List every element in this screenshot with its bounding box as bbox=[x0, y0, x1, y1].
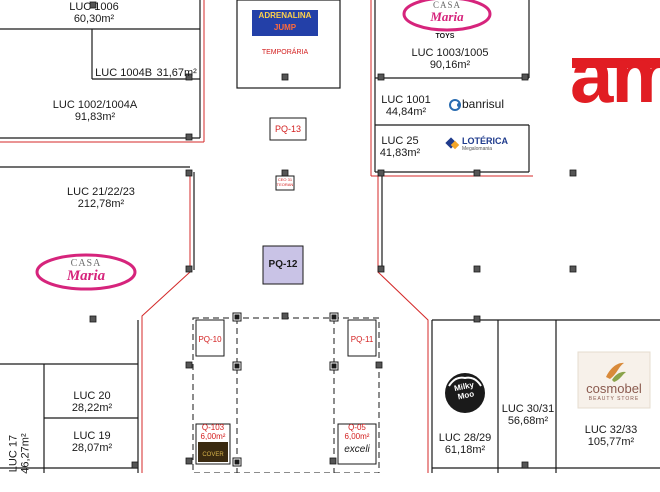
loterica-sub: Megalomania bbox=[462, 146, 493, 152]
left-top-walls bbox=[0, 0, 201, 168]
cosmobel-sub: BEAUTY STORE bbox=[588, 396, 640, 402]
casa-maria-toys-bottom: Maria bbox=[430, 9, 464, 24]
store-luc-21-22-23[interactable]: LUC 21/22/23 212,78m² bbox=[46, 186, 156, 210]
right-top-walls bbox=[374, 0, 530, 173]
cosmobel-name: cosmobel bbox=[586, 381, 642, 396]
kiosk-pq10-box bbox=[195, 319, 225, 357]
kiosk-q05-area: 6,00m² bbox=[344, 432, 370, 441]
store-luc-1003[interactable]: LUC 1003/1005 90,16m² bbox=[390, 47, 510, 71]
am-logo-bar bbox=[572, 58, 660, 68]
floor-plan: LUC 1006 60,30m² LUC 1004B 31,67m² LUC 1… bbox=[0, 0, 660, 474]
store-name: LUC 1002/1004A bbox=[52, 99, 138, 111]
store-area: 41,83m² bbox=[379, 146, 421, 159]
adrenalina-line1: ADRENALINA bbox=[258, 11, 312, 20]
kiosk-small[interactable]: CEO 31 TEORAN bbox=[276, 177, 294, 187]
store-area: 61,18m² bbox=[444, 443, 486, 456]
store-name: LUC 20 bbox=[73, 390, 111, 402]
store-area: 105,77m² bbox=[587, 435, 635, 448]
store-luc-20[interactable]: LUC 20 28,22m² bbox=[56, 390, 128, 414]
exceli-logo: exceli bbox=[344, 444, 370, 455]
store-area: 90,16m² bbox=[429, 58, 471, 71]
kiosk-q05-box bbox=[337, 423, 377, 465]
store-luc-1001[interactable]: LUC 1001 44,84m² bbox=[378, 94, 434, 118]
casa-maria-top: CASA bbox=[70, 258, 102, 269]
casa-maria-toys-logo: CASA Maria bbox=[405, 0, 489, 24]
floor-plan-walls bbox=[0, 0, 660, 473]
loterica-logo: LOTÉRICA Megalomania bbox=[462, 137, 524, 153]
casa-maria-toys-sub: TOYS bbox=[435, 33, 455, 40]
kiosk-pq10[interactable]: PQ-10 bbox=[198, 335, 222, 344]
store-name: LUC 21/22/23 bbox=[67, 186, 135, 198]
banrisul-logo: banrisul bbox=[462, 97, 505, 111]
store-area: 46,27m² bbox=[19, 433, 31, 474]
boundary-line bbox=[377, 176, 429, 473]
am-logo: am bbox=[570, 31, 660, 119]
store-area: 212,78m² bbox=[77, 197, 125, 210]
store-area: 44,84m² bbox=[385, 105, 427, 118]
casa-maria-logo-shape bbox=[35, 253, 137, 291]
adrenalina-jump-logo: ADRENALINA JUMP bbox=[252, 10, 318, 36]
casa-maria-toys-logo-shape bbox=[402, 0, 492, 32]
store-name: LUC 25 bbox=[381, 135, 419, 147]
store-name: LUC 1003/1005 bbox=[411, 47, 489, 59]
atrium-columns bbox=[232, 312, 339, 467]
casa-maria-logo: CASA Maria bbox=[38, 258, 134, 284]
kiosk-pq11[interactable]: PQ-11 bbox=[350, 335, 374, 344]
kiosk-pq13[interactable]: PQ-13 bbox=[274, 124, 301, 134]
store-name: LUC 30/31 bbox=[501, 403, 555, 415]
store-luc-17[interactable]: LUC 17 46,27m² bbox=[7, 416, 31, 492]
temporaria-label: TEMPORÁRIA bbox=[261, 49, 309, 56]
kiosk-small-top: CEO 31 bbox=[277, 177, 293, 182]
store-name: LUC 1001 bbox=[381, 94, 431, 106]
kiosk-small-box bbox=[275, 175, 295, 191]
store-luc-32-33[interactable]: LUC 32/33 105,77m² bbox=[568, 424, 654, 448]
cover-logo: COVER bbox=[198, 442, 228, 462]
store-area: 91,83m² bbox=[74, 110, 116, 123]
left-bottom-walls bbox=[0, 320, 139, 473]
kiosk-q05[interactable]: Q-05 6,00m² bbox=[338, 423, 376, 441]
milky-moo-logo-shape bbox=[445, 373, 485, 413]
kiosk-pq12[interactable]: PQ-12 bbox=[268, 259, 298, 270]
kiosk-pq12-box bbox=[262, 245, 304, 285]
kiosk-q103-name: Q-103 bbox=[201, 423, 225, 432]
store-luc-30-31[interactable]: LUC 30/31 56,68m² bbox=[499, 403, 557, 427]
right-bottom-walls bbox=[431, 319, 660, 473]
kiosk-pq13-box bbox=[269, 117, 307, 141]
store-area: 28,22m² bbox=[71, 401, 113, 414]
store-luc-1006[interactable]: LUC 1006 60,30m² bbox=[40, 1, 148, 25]
store-luc-19[interactable]: LUC 19 28,07m² bbox=[56, 430, 128, 454]
adrenalina-unit bbox=[236, 0, 341, 89]
store-name: LUC 19 bbox=[73, 430, 111, 442]
store-name: LUC 1004B bbox=[95, 67, 153, 79]
store-name: LUC 28/29 bbox=[438, 432, 492, 444]
kiosk-q103-area: 6,00m² bbox=[200, 432, 226, 441]
store-luc-28-29[interactable]: LUC 28/29 61,18m² bbox=[434, 432, 496, 456]
kiosk-small-bottom: TEORAN bbox=[276, 182, 294, 187]
kiosk-q05-name: Q-05 bbox=[348, 423, 366, 432]
store-luc-25[interactable]: LUC 25 41,83m² bbox=[376, 135, 424, 159]
adrenalina-line2: JUMP bbox=[273, 23, 297, 32]
store-area: 31,67m² bbox=[156, 67, 197, 79]
banrisul-icon bbox=[449, 99, 461, 111]
loterica-icon bbox=[445, 137, 460, 150]
store-name: LUC 17 bbox=[7, 434, 20, 473]
cosmobel-logo: cosmobel BEAUTY STORE bbox=[578, 381, 650, 404]
casa-maria-toys-top: CASA bbox=[432, 0, 461, 10]
store-name: LUC 1006 bbox=[69, 1, 119, 13]
store-area: 60,30m² bbox=[73, 12, 115, 25]
kiosk-q103[interactable]: Q-103 6,00m² bbox=[196, 423, 230, 441]
kiosk-pq11-box bbox=[347, 319, 377, 357]
boundary-line bbox=[141, 172, 191, 473]
store-luc-1002[interactable]: LUC 1002/1004A 91,83m² bbox=[30, 99, 160, 123]
casa-maria-bottom: Maria bbox=[66, 268, 106, 284]
loterica-name: LOTÉRICA bbox=[462, 136, 508, 146]
store-name: LUC 32/33 bbox=[584, 424, 638, 436]
store-luc-1004b[interactable]: LUC 1004B 31,67m² bbox=[93, 64, 199, 81]
store-area: 28,07m² bbox=[71, 441, 113, 454]
store-area: 56,68m² bbox=[507, 414, 549, 427]
